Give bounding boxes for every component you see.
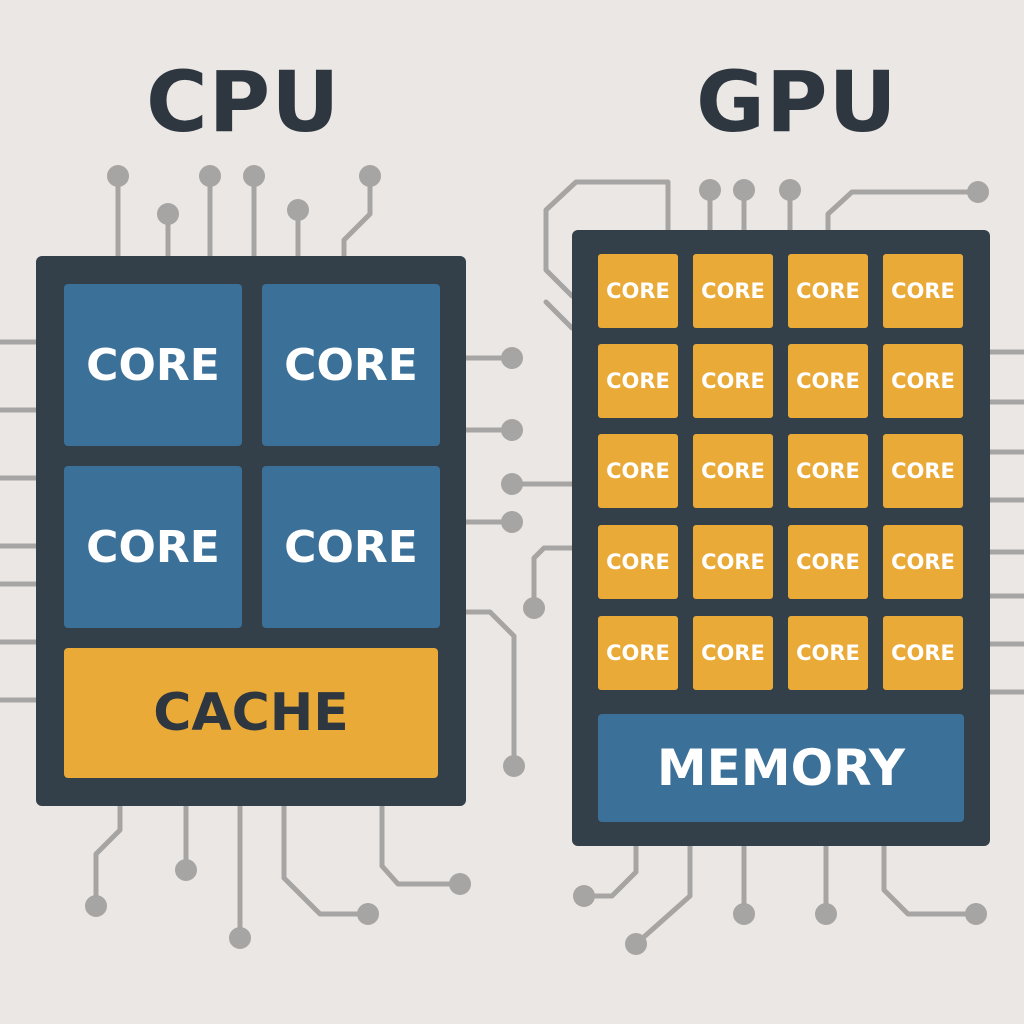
gpu-core: CORE	[598, 525, 678, 599]
gpu-core: CORE	[598, 344, 678, 418]
gpu-memory: MEMORY	[598, 714, 964, 822]
cpu-core: CORE	[64, 466, 242, 628]
cpu-top-pins	[107, 165, 381, 259]
gpu-core: CORE	[883, 344, 963, 418]
cpu-left-pins	[0, 339, 39, 703]
gpu-core: CORE	[693, 344, 773, 418]
cpu-cache: CACHE	[64, 648, 438, 778]
gpu-core: CORE	[598, 254, 678, 328]
gpu-core: CORE	[883, 525, 963, 599]
cpu-right-pins	[463, 347, 525, 777]
gpu-title: GPU	[696, 53, 898, 151]
cpu-title: CPU	[146, 53, 341, 151]
gpu-core: CORE	[883, 434, 963, 508]
gpu-core: CORE	[598, 616, 678, 690]
gpu-core: CORE	[788, 525, 868, 599]
gpu-top-pins	[699, 179, 989, 233]
gpu-core: CORE	[883, 616, 963, 690]
cpu-core: CORE	[262, 284, 440, 446]
gpu-core: CORE	[693, 525, 773, 599]
cpu-chip: CORE CORE CORE CORE CACHE	[36, 256, 466, 806]
gpu-core: CORE	[693, 254, 773, 328]
gpu-right-pins	[987, 349, 1024, 695]
gpu-core: CORE	[883, 254, 963, 328]
gpu-core: CORE	[693, 434, 773, 508]
gpu-bottom-pins	[573, 843, 987, 955]
gpu-core: CORE	[788, 616, 868, 690]
gpu-core: CORE	[693, 616, 773, 690]
middle-traces	[501, 179, 671, 619]
cpu-core: CORE	[262, 466, 440, 628]
cpu-bottom-pins	[85, 803, 471, 949]
gpu-core: CORE	[598, 434, 678, 508]
gpu-core: CORE	[788, 344, 868, 418]
cpu-core: CORE	[64, 284, 242, 446]
gpu-core: CORE	[788, 254, 868, 328]
gpu-core: CORE	[788, 434, 868, 508]
gpu-chip: CORE CORE CORE CORE CORE CORE CORE CORE …	[572, 230, 990, 846]
